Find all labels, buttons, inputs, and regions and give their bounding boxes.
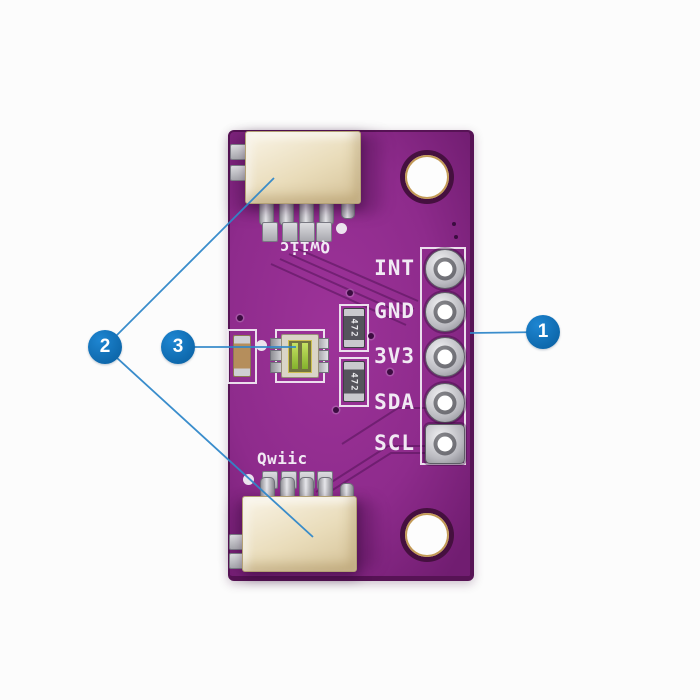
via	[333, 407, 339, 413]
silkscreen-dot-bottom	[243, 474, 254, 485]
pin-hole	[437, 395, 453, 411]
fiducial-dot	[454, 235, 458, 239]
via	[347, 290, 353, 296]
pin-hole	[437, 436, 453, 452]
callout-number-2: 2	[99, 336, 111, 357]
pin-label-int: INT	[374, 256, 415, 280]
qwiic-silkscreen-label-bottom: Qwiic	[257, 449, 308, 468]
sensor-ic	[281, 334, 319, 378]
callout-number-3: 3	[172, 336, 184, 357]
resistor-silkscreen-outline-1	[339, 304, 369, 352]
capacitor	[233, 335, 251, 377]
top-connector-pad	[282, 222, 298, 242]
mounting-hole-bottom	[400, 508, 454, 562]
silkscreen-dot-top	[336, 223, 347, 234]
resistor-1: 472	[343, 308, 365, 348]
pin-pad-gnd	[425, 292, 465, 332]
silkscreen-dot-ic	[256, 340, 267, 351]
via	[237, 315, 243, 321]
pin-hole	[437, 304, 453, 320]
pin-pad-int	[425, 249, 465, 289]
top-connector-pad	[316, 222, 332, 242]
pin-label-3v3: 3V3	[374, 344, 415, 368]
pin-pad-scl	[425, 424, 465, 464]
pin-hole	[437, 349, 453, 365]
top-connector-pad	[299, 222, 315, 242]
callout-marker-1: 1	[526, 315, 560, 349]
pin-label-gnd: GND	[374, 299, 415, 323]
mounting-hole-top-bore	[405, 155, 449, 199]
pin-header-silkscreen-outline	[420, 247, 466, 465]
sensor-optical-window	[288, 340, 312, 373]
pin-pad-sda	[425, 383, 465, 423]
callout-number-1: 1	[537, 321, 549, 342]
fiducial-dot	[452, 222, 456, 226]
sensor-window-stripe	[292, 343, 298, 369]
pin-hole	[437, 261, 453, 277]
qwiic-connector-top	[245, 131, 361, 204]
resistor-silkscreen-outline-2	[339, 357, 369, 407]
qwiic-silkscreen-label-top: Qwiic	[279, 238, 330, 257]
mounting-hole-bottom-bore	[405, 513, 449, 557]
mounting-hole-top	[400, 150, 454, 204]
pin-label-sda: SDA	[374, 390, 415, 414]
callout-marker-3: 3	[161, 330, 195, 364]
pin-label-scl: SCL	[374, 431, 415, 455]
pin-pad-3v3	[425, 337, 465, 377]
via	[387, 369, 393, 375]
qwiic-connector-bottom	[242, 496, 357, 572]
callout-marker-2: 2	[88, 330, 122, 364]
via	[368, 333, 374, 339]
resistor-2: 472	[343, 361, 365, 402]
sensor-window-stripe	[302, 343, 308, 369]
